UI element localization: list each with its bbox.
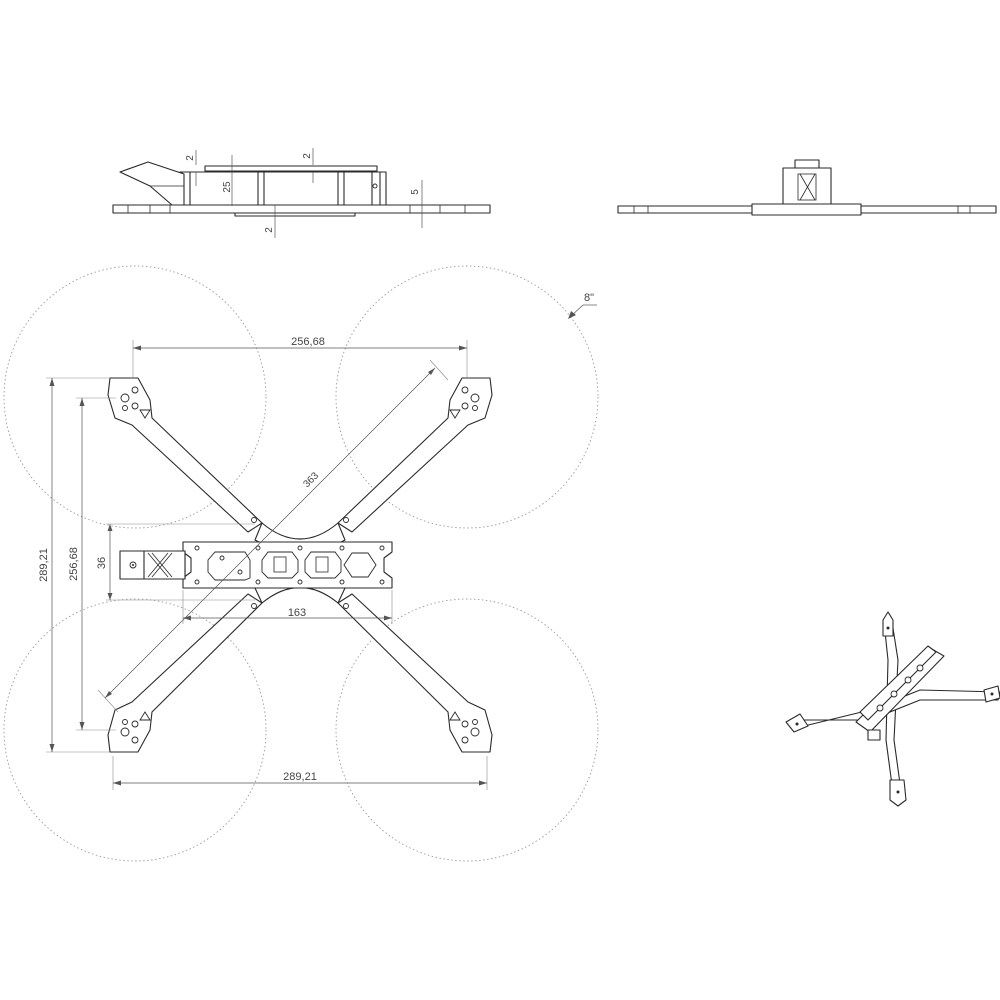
- top-view-dimensions: 256,68 363 289,21 256,68 36: [38, 292, 597, 790]
- dim-body-width: 36: [96, 557, 108, 569]
- dim-arm-thickness: 5: [410, 189, 421, 195]
- motor-mount-bl: [120, 711, 151, 744]
- isometric-view: [785, 611, 1000, 807]
- dim-bottom-plate: 2: [264, 227, 275, 233]
- dim-top-plate-left: 2: [185, 155, 196, 161]
- dim-top-plate-right: 2: [302, 153, 313, 159]
- top-view-frame: [107, 377, 493, 753]
- dim-diagonal: 363: [301, 470, 321, 490]
- motor-mount-tl: [120, 386, 151, 419]
- side-view: 2 25 2 2 5: [112, 148, 491, 238]
- propeller-circles: [3, 265, 599, 862]
- dim-arm-spread-top: 256,68: [291, 336, 325, 348]
- motor-mount-br: [449, 711, 480, 744]
- dim-standoff-height: 25: [222, 181, 233, 193]
- dim-inner-height: 256,68: [68, 547, 80, 581]
- front-view: [617, 159, 997, 216]
- dim-total-width-bottom: 289,21: [283, 771, 317, 783]
- motor-mount-tr: [449, 386, 480, 419]
- dim-prop-size: 8": [584, 292, 594, 304]
- dim-body-length: 163: [288, 607, 306, 619]
- dim-total-height: 289,21: [38, 548, 50, 582]
